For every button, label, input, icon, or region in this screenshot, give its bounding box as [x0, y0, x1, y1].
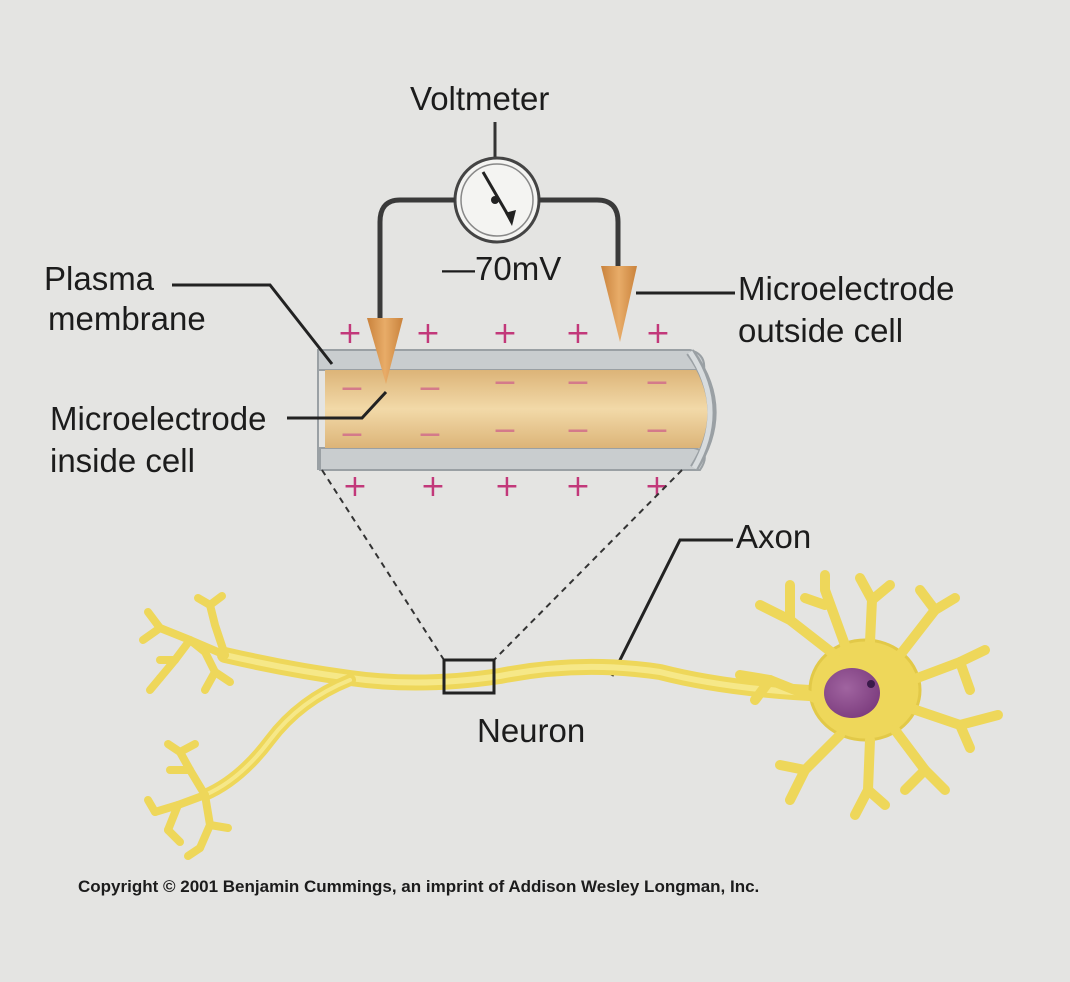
wire-outside	[539, 197, 621, 268]
neuron	[139, 570, 1003, 860]
negative-charge: −	[339, 417, 364, 452]
positive-charge: +	[342, 469, 367, 504]
voltmeter	[453, 122, 541, 244]
negative-charge: −	[339, 371, 364, 406]
electrode-inside-leader	[287, 390, 388, 420]
cytoplasm	[325, 370, 711, 448]
electrode-inside-label-line2: inside cell	[50, 442, 195, 479]
voltmeter-label: Voltmeter	[410, 80, 549, 117]
negative-charge: −	[644, 413, 669, 448]
negative-charge: −	[417, 371, 442, 406]
negative-charge: −	[565, 413, 590, 448]
negative-charge: −	[492, 413, 517, 448]
outside-charges-bottom: + + + + +	[342, 469, 669, 504]
axon-terminal-upper	[139, 592, 234, 694]
negative-charge: −	[644, 365, 669, 400]
negative-charge: −	[492, 365, 517, 400]
positive-charge: +	[492, 316, 517, 351]
positive-charge: +	[494, 469, 519, 504]
positive-charge: +	[337, 316, 362, 351]
zoom-line-right	[493, 469, 683, 661]
plasma-membrane-label-line2: membrane	[48, 300, 206, 337]
electrode-outside-label-line2: outside cell	[738, 312, 903, 349]
axon-segment-cutaway	[317, 349, 717, 471]
copyright-notice: Copyright © 2001 Benjamin Cummings, an i…	[78, 877, 759, 896]
axon-leader	[610, 538, 733, 677]
magnified-region-box	[442, 658, 496, 695]
positive-charge: +	[420, 469, 445, 504]
negative-charge: −	[565, 365, 590, 400]
dendrites	[735, 570, 1003, 820]
nucleolus	[867, 680, 875, 688]
zoom-line-left	[321, 469, 445, 661]
positive-charge: +	[565, 469, 590, 504]
outside-charges-top: + + + + +	[337, 316, 670, 351]
inside-charges-bottom: − − − − −	[339, 413, 669, 452]
positive-charge: +	[415, 316, 440, 351]
neuron-label: Neuron	[477, 712, 585, 749]
nucleus	[824, 668, 880, 718]
plasma-membrane-bottom	[319, 447, 706, 471]
electrode-inside-label-line1: Microelectrode	[50, 400, 266, 437]
microelectrode-outside	[601, 266, 637, 342]
inside-charges-top: − − − − −	[339, 365, 669, 406]
positive-charge: +	[645, 316, 670, 351]
electrode-outside-label-line1: Microelectrode	[738, 270, 954, 307]
plasma-membrane-leader	[172, 283, 334, 365]
wire-inside	[377, 197, 455, 320]
axon-terminal-lower	[144, 740, 232, 860]
negative-charge: −	[417, 417, 442, 452]
voltage-reading: —70mV	[442, 250, 561, 287]
axon-label: Axon	[736, 518, 811, 555]
positive-charge: +	[565, 316, 590, 351]
microelectrode-inside	[367, 318, 403, 384]
plasma-membrane-label-line1: Plasma	[44, 260, 155, 297]
